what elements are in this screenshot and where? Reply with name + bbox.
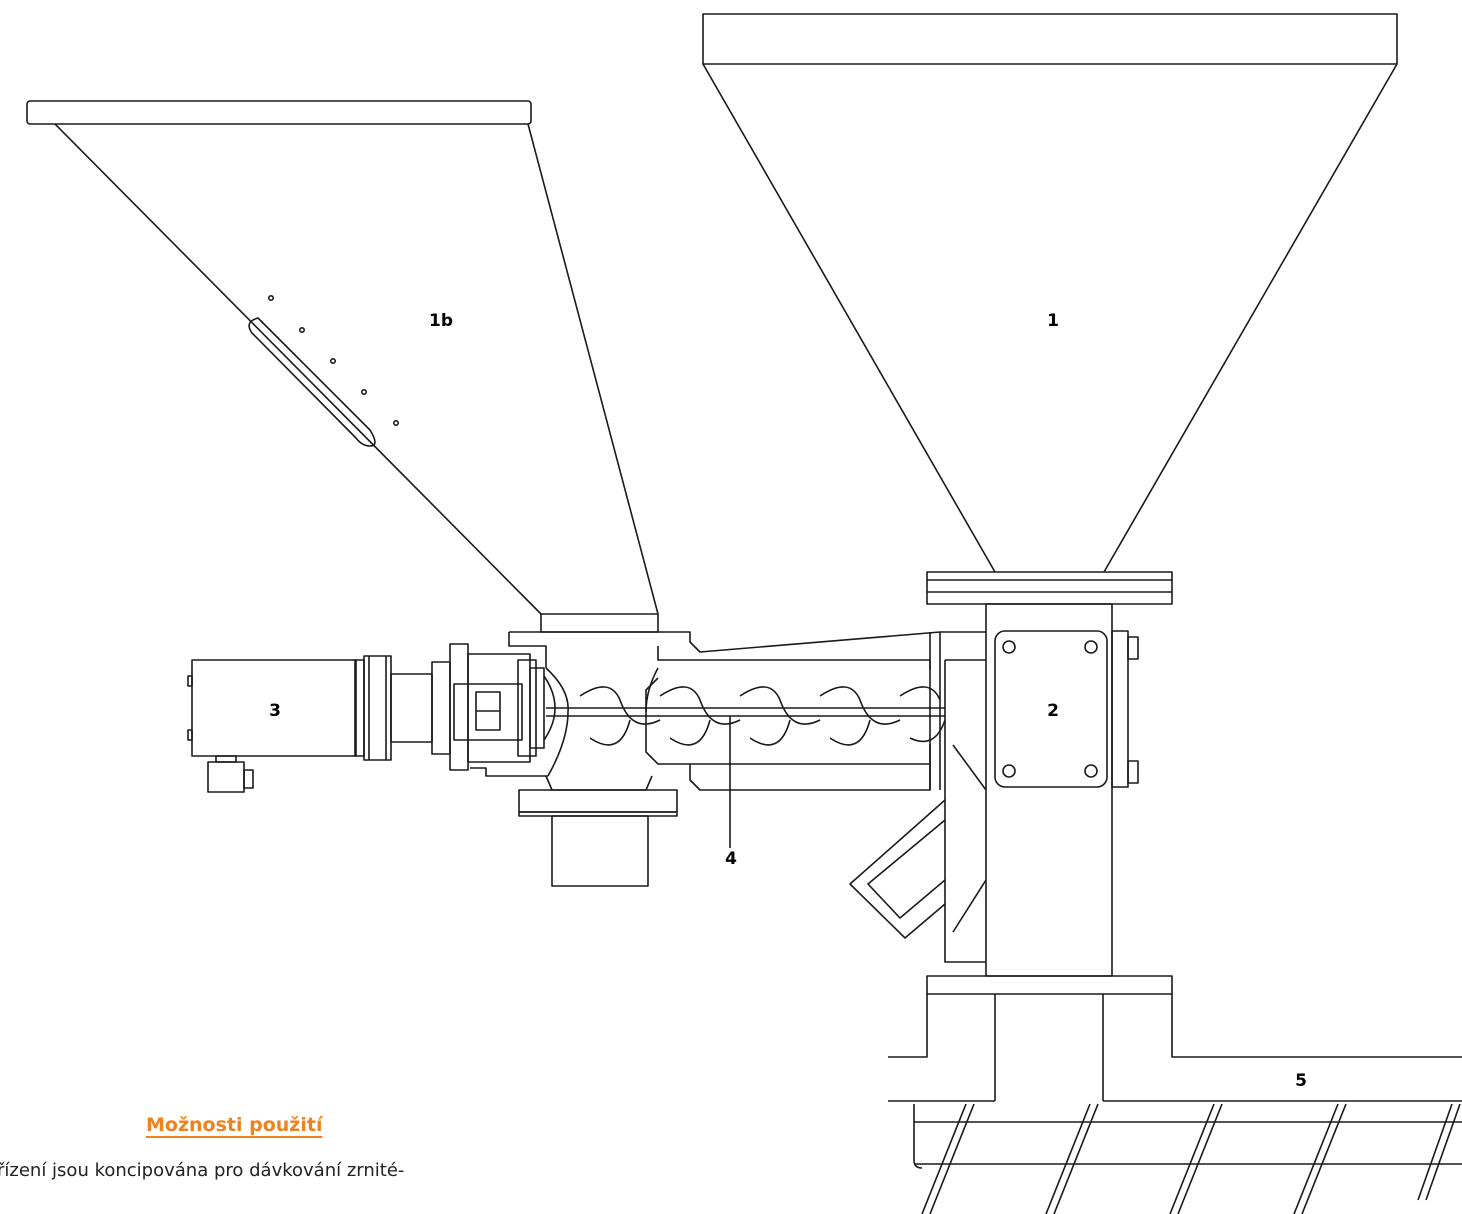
coupling bbox=[453, 653, 556, 763]
outlet bbox=[518, 775, 678, 887]
feed-screw bbox=[546, 686, 946, 848]
label-5: 5 bbox=[1295, 1071, 1307, 1091]
drive-motor bbox=[187, 643, 469, 793]
label-4: 4 bbox=[725, 849, 737, 869]
label-3: 3 bbox=[269, 701, 281, 721]
main-hopper bbox=[702, 13, 1398, 605]
section-body: řízení jsou koncipována pro dávkování zr… bbox=[0, 1160, 405, 1181]
secondary-hopper bbox=[26, 100, 659, 633]
vertical-housing bbox=[926, 603, 1173, 995]
screw-trough bbox=[470, 631, 986, 791]
label-1: 1 bbox=[1047, 311, 1059, 331]
base-conveyor bbox=[888, 994, 1462, 1214]
discharge-chute bbox=[849, 799, 946, 939]
label-1b: 1b bbox=[429, 311, 453, 331]
label-2: 2 bbox=[1047, 701, 1059, 721]
section-heading[interactable]: Možnosti použití bbox=[146, 1114, 323, 1136]
